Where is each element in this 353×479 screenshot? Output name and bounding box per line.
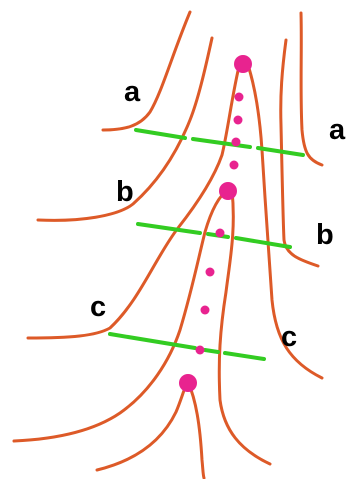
- section-line-c: [108, 332, 266, 361]
- ridge-peak-bottom: [179, 374, 197, 392]
- ridge-peak-middle: [219, 182, 237, 200]
- contour-left-1: [101, 10, 192, 132]
- contour-right-1: [246, 63, 324, 380]
- label-c-left: c: [90, 291, 106, 323]
- label-b-left: b: [116, 176, 134, 208]
- ridge-peak-top: [234, 55, 252, 73]
- contour-left-4: [12, 188, 230, 443]
- label-a-left: a: [124, 76, 141, 108]
- ridge-dot: [234, 92, 244, 102]
- ridge-dot: [233, 115, 243, 125]
- label-b-right: b: [316, 219, 334, 251]
- contour-left-2: [36, 36, 214, 222]
- ridge-dots: [179, 55, 252, 392]
- label-c-right: c: [281, 321, 297, 353]
- contour-right-3: [299, 11, 324, 167]
- label-a-right: a: [329, 114, 346, 146]
- contour-right-4: [217, 188, 272, 466]
- ridge-dot: [229, 160, 239, 170]
- ridge-dot: [200, 305, 210, 315]
- ridge-dot: [231, 137, 241, 147]
- contour-right-2: [279, 38, 320, 268]
- ridge-dot: [195, 345, 205, 355]
- contour-right-5: [186, 380, 206, 479]
- section-line-a: [134, 128, 305, 157]
- section-lines: [108, 128, 305, 361]
- ridge-dot: [205, 267, 215, 277]
- ridge-dot: [215, 228, 225, 238]
